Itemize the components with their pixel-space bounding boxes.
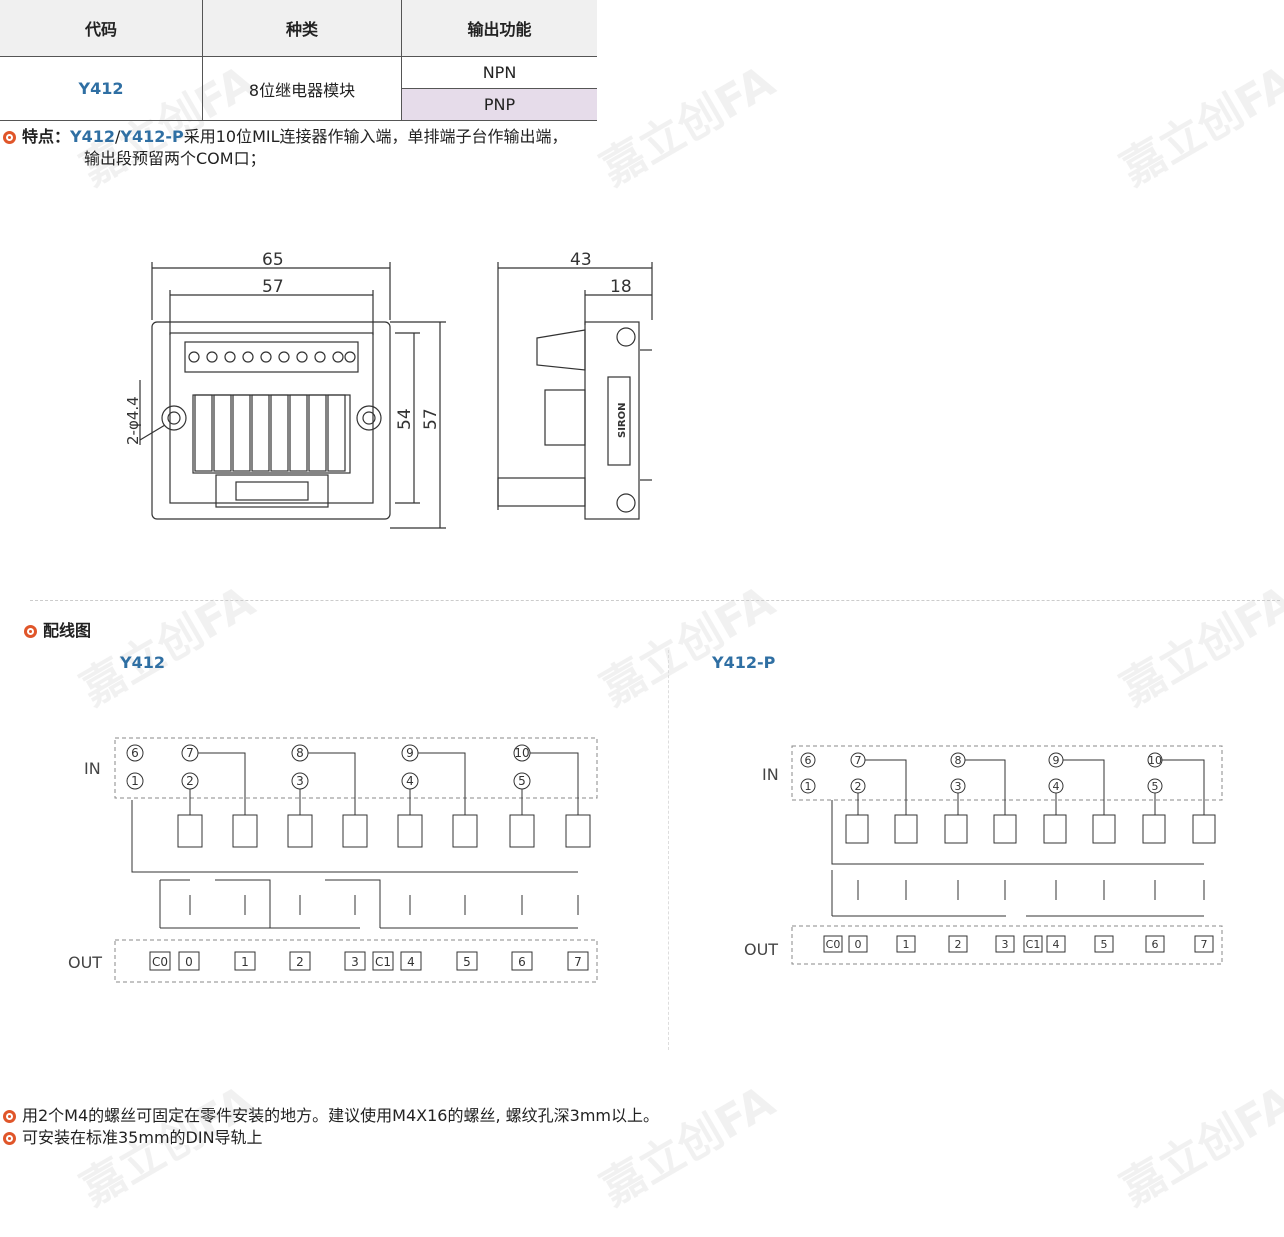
pin-label: 6 xyxy=(805,754,812,767)
watermark: 嘉立创FA xyxy=(72,576,264,716)
note-2: 可安装在标准35mm的DIN导轨上 xyxy=(3,1127,263,1149)
terminal-label: 5 xyxy=(463,955,471,969)
wiring-diagram-y412p: IN OUT 6 7 8 9 10 1 2 3 4 5 C0 0 1 2 3 xyxy=(744,745,1223,965)
pin-label: 9 xyxy=(1053,754,1060,767)
terminal-label: 3 xyxy=(351,955,359,969)
terminal-label: C0 xyxy=(826,938,841,951)
pin-label: 7 xyxy=(855,754,862,767)
watermark: 嘉立创FA xyxy=(1112,56,1284,196)
terminal-label: C1 xyxy=(375,955,391,969)
section-divider xyxy=(30,600,1280,601)
column-divider xyxy=(668,650,669,1050)
note-text: 可安装在标准35mm的DIN导轨上 xyxy=(22,1128,263,1147)
bullet-icon xyxy=(3,131,16,144)
header-output: 输出功能 xyxy=(401,0,597,57)
dim-57-height: 57 xyxy=(421,408,441,430)
terminal-label: 7 xyxy=(574,955,582,969)
terminal-label: 0 xyxy=(855,938,862,951)
in-label: IN xyxy=(84,759,101,778)
terminal-label: 5 xyxy=(1101,938,1108,951)
relays xyxy=(194,394,346,472)
dim-18: 18 xyxy=(610,277,632,297)
pin-label: 7 xyxy=(186,746,194,760)
features-line1: 特点：Y412/Y412-P采用10位MIL连接器作输入端，单排端子台作输出端， xyxy=(3,126,623,148)
features-line2: 输出段预留两个COM口； xyxy=(84,149,266,168)
pin-label: 10 xyxy=(514,746,529,760)
features-label: 特点： xyxy=(22,127,71,146)
wiring-title: 配线图 xyxy=(43,621,92,640)
right-diagram-title: Y412-P xyxy=(712,653,776,672)
note-1: 用2个M4的螺丝可固定在零件安装的地方。建议使用M4X16的螺丝, 螺纹孔深3m… xyxy=(3,1105,659,1127)
out-label: OUT xyxy=(68,953,102,972)
pin-label: 4 xyxy=(406,774,414,788)
out-terminal-labels: C0 0 1 2 3 C1 4 5 6 7 xyxy=(823,935,1214,953)
terminal-label: 4 xyxy=(407,955,415,969)
terminal-label: C0 xyxy=(152,955,168,969)
model-y412: Y412 xyxy=(70,127,115,146)
pin-label: 9 xyxy=(406,746,414,760)
dim-hole: 2-φ4.4 xyxy=(124,396,142,445)
cell-pnp: PNP xyxy=(401,88,597,121)
dim-65: 65 xyxy=(262,250,284,270)
terminal-label: 3 xyxy=(1002,938,1009,951)
watermark: 嘉立创FA xyxy=(1112,1076,1284,1216)
bullet-icon xyxy=(3,1110,16,1123)
bullet-icon xyxy=(3,1132,16,1145)
terminal-label: 1 xyxy=(903,938,910,951)
terminal-label: 2 xyxy=(296,955,304,969)
pin-label: 5 xyxy=(518,774,526,788)
terminal-label: 6 xyxy=(1152,938,1159,951)
dim-54: 54 xyxy=(395,408,415,430)
pin-label: 1 xyxy=(805,780,812,793)
cell-type: 8位继电器模块 xyxy=(202,56,402,121)
left-diagram-title: Y412 xyxy=(120,653,165,672)
separator: / xyxy=(115,127,121,146)
pin-label: 4 xyxy=(1053,780,1060,793)
terminal-label: 6 xyxy=(518,955,526,969)
terminal-label: C1 xyxy=(1026,938,1041,951)
pin-label: 8 xyxy=(296,746,304,760)
dim-57: 57 xyxy=(262,277,284,297)
header-code: 代码 xyxy=(0,0,203,57)
watermark: 嘉立创FA xyxy=(592,56,784,196)
pin-label: 8 xyxy=(955,754,962,767)
pin-label: 6 xyxy=(131,746,139,760)
pin-label: 2 xyxy=(855,780,862,793)
dim-43: 43 xyxy=(570,250,592,270)
terminal-label: 0 xyxy=(185,955,193,969)
pin-label: 2 xyxy=(186,774,194,788)
pin-label: 3 xyxy=(955,780,962,793)
pin-label: 5 xyxy=(1152,780,1159,793)
wiring-diagram-y412: IN OUT 6 7 8 9 10 1 2 3 4 5 C0 0 1 2 xyxy=(68,737,598,983)
brand-label: SIRON xyxy=(617,403,628,439)
terminal-label: 2 xyxy=(955,938,962,951)
pin-label: 1 xyxy=(131,774,139,788)
terminal-label: 7 xyxy=(1201,938,1208,951)
watermark: 嘉立创FA xyxy=(592,1076,784,1216)
features-text: 采用10位MIL连接器作输入端，单排端子台作输出端， xyxy=(183,127,568,146)
header-type: 种类 xyxy=(202,0,402,57)
in-pin-labels: 6 7 8 9 10 1 2 3 4 5 xyxy=(131,746,529,788)
in-pin-labels: 6 7 8 9 10 1 2 3 4 5 xyxy=(805,754,1163,793)
cell-npn: NPN xyxy=(401,56,597,89)
note-text: 用2个M4的螺丝可固定在零件安装的地方。建议使用M4X16的螺丝, 螺纹孔深3m… xyxy=(22,1106,659,1125)
pin-label: 3 xyxy=(296,774,304,788)
spec-table: 代码 种类 输出功能 Y412 8位继电器模块 NPN PNP xyxy=(0,0,597,121)
watermark: 嘉立创FA xyxy=(592,576,784,716)
terminal-label: 4 xyxy=(1053,938,1060,951)
cell-code: Y412 xyxy=(0,56,203,121)
watermark: 嘉立创FA xyxy=(1112,576,1284,716)
terminal-screws xyxy=(188,351,356,363)
in-label: IN xyxy=(762,765,779,784)
terminal-label: 1 xyxy=(241,955,249,969)
dimension-drawing: 65 57 54 57 2-φ4.4 43 18 SIRON xyxy=(124,250,653,529)
out-terminal-labels: C0 0 1 2 3 C1 4 5 6 7 xyxy=(149,951,589,971)
out-label: OUT xyxy=(744,940,778,959)
model-y412p: Y412-P xyxy=(120,127,184,146)
bullet-icon xyxy=(24,625,37,638)
wiring-heading: 配线图 xyxy=(24,620,91,642)
pin-label: 10 xyxy=(1148,754,1162,767)
